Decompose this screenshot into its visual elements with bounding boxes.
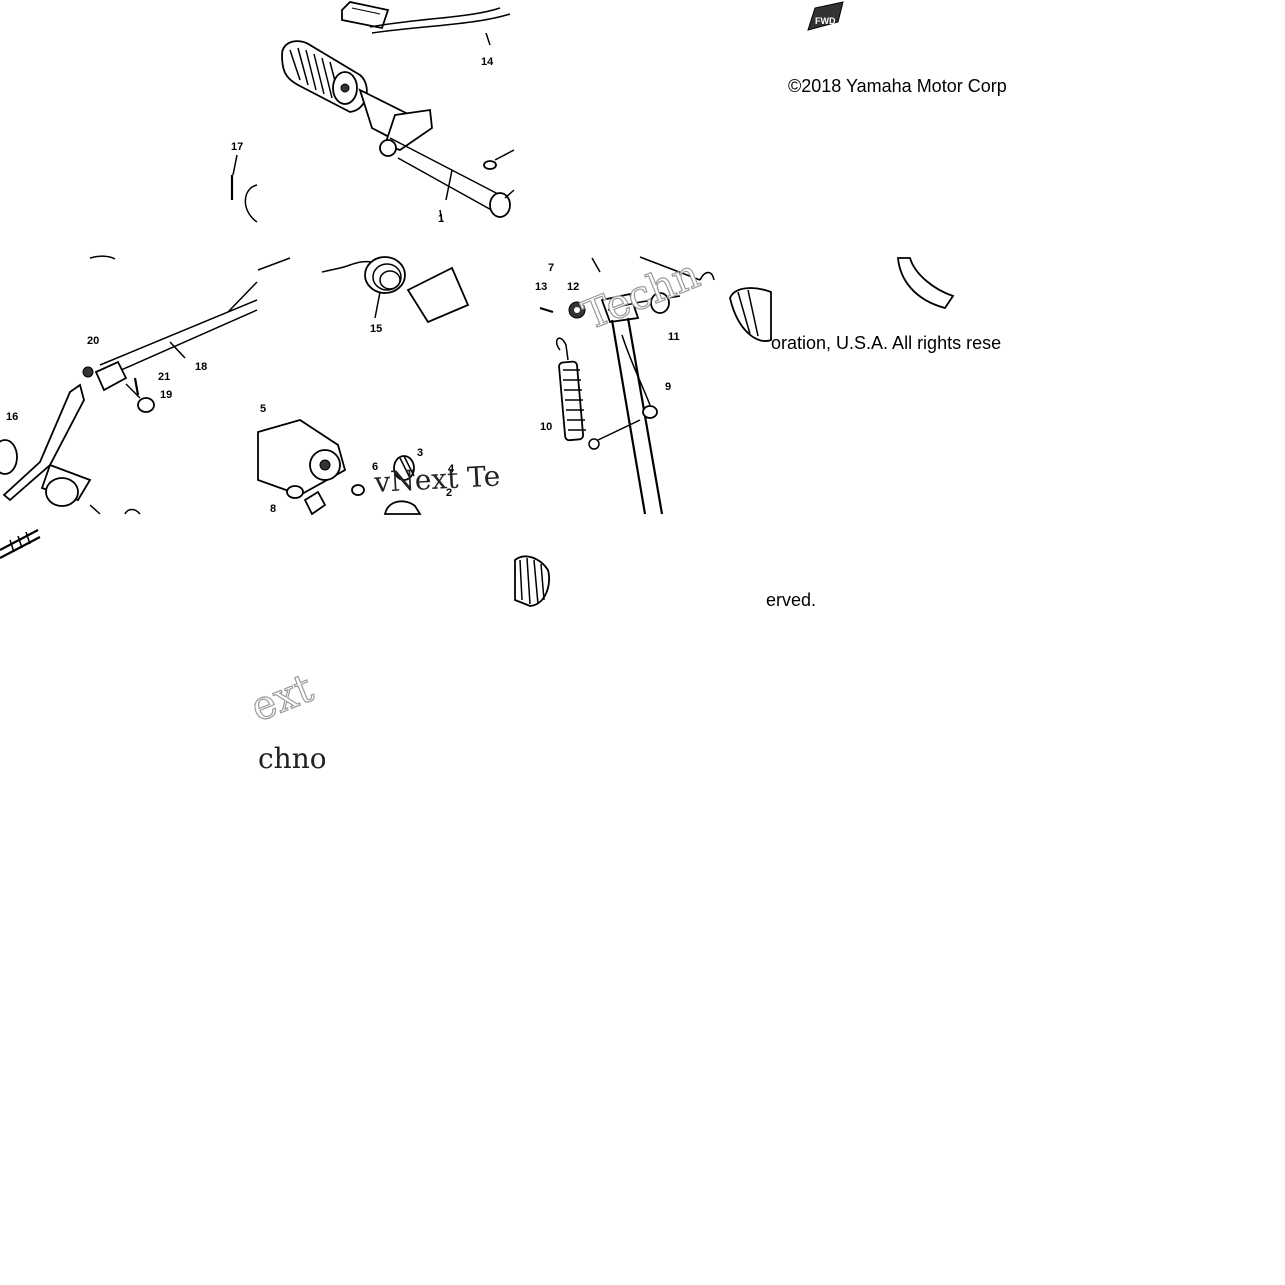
pivot-shaft-assembly [257,419,422,516]
shift-rod-18 [99,281,258,379]
callout-labels: 1 14 17 20 16 18 21 19 15 5 6 4 2 8 3 7 … [6,56,680,515]
tile-mask [325,685,525,785]
callout-16: 16 [6,411,18,423]
cotter-pin-17 [230,154,258,223]
shift-lever-16 [0,255,141,515]
copyright-line-3: erved. [766,590,816,610]
callout-15: 15 [370,323,382,335]
callout-12: 12 [567,281,579,293]
footrest-bar-1 [358,88,515,223]
side-stand-9 [610,317,664,515]
callout-6: 6 [372,461,378,473]
watermark-fragment-4: chno [258,742,327,775]
footrest-rubber [281,40,368,113]
torsion-spring-15 [257,256,470,324]
rod-end-lower [0,529,41,559]
callout-1: 1 [438,213,444,225]
callout-7: 7 [548,262,554,274]
curved-bracket [897,257,955,310]
callout-2: 2 [446,487,452,499]
callout-11: 11 [668,331,680,343]
callout-20: 20 [87,335,99,347]
callout-13: 13 [535,281,547,293]
return-spring-10 [555,337,641,450]
side-stand-bracket [539,256,772,342]
rod-end-joint [82,360,155,413]
fwd-label: FWD [815,16,836,26]
grip-rubber-fragment [514,555,550,607]
callout-18: 18 [195,361,207,373]
copyright-line-1: ©2018 Yamaha Motor Corp [788,76,1007,96]
callout-17: 17 [231,141,243,153]
bolt-small [483,149,515,170]
brake-pedal-14 [341,1,511,46]
callout-3: 3 [417,447,423,459]
callout-21: 21 [158,371,170,383]
callout-4: 4 [448,463,455,475]
callout-8: 8 [270,503,276,515]
callout-14: 14 [481,56,494,68]
callout-10: 10 [540,421,552,433]
copyright-line-2: oration, U.S.A. All rights rese [771,333,1001,353]
callout-19: 19 [160,389,172,401]
callout-5: 5 [260,403,266,415]
fwd-arrow-icon: FWD [807,1,844,31]
watermark-fragment-3: ext [245,665,320,731]
callout-9: 9 [665,381,671,393]
watermark-fragment-1: vNext Te [373,459,501,499]
